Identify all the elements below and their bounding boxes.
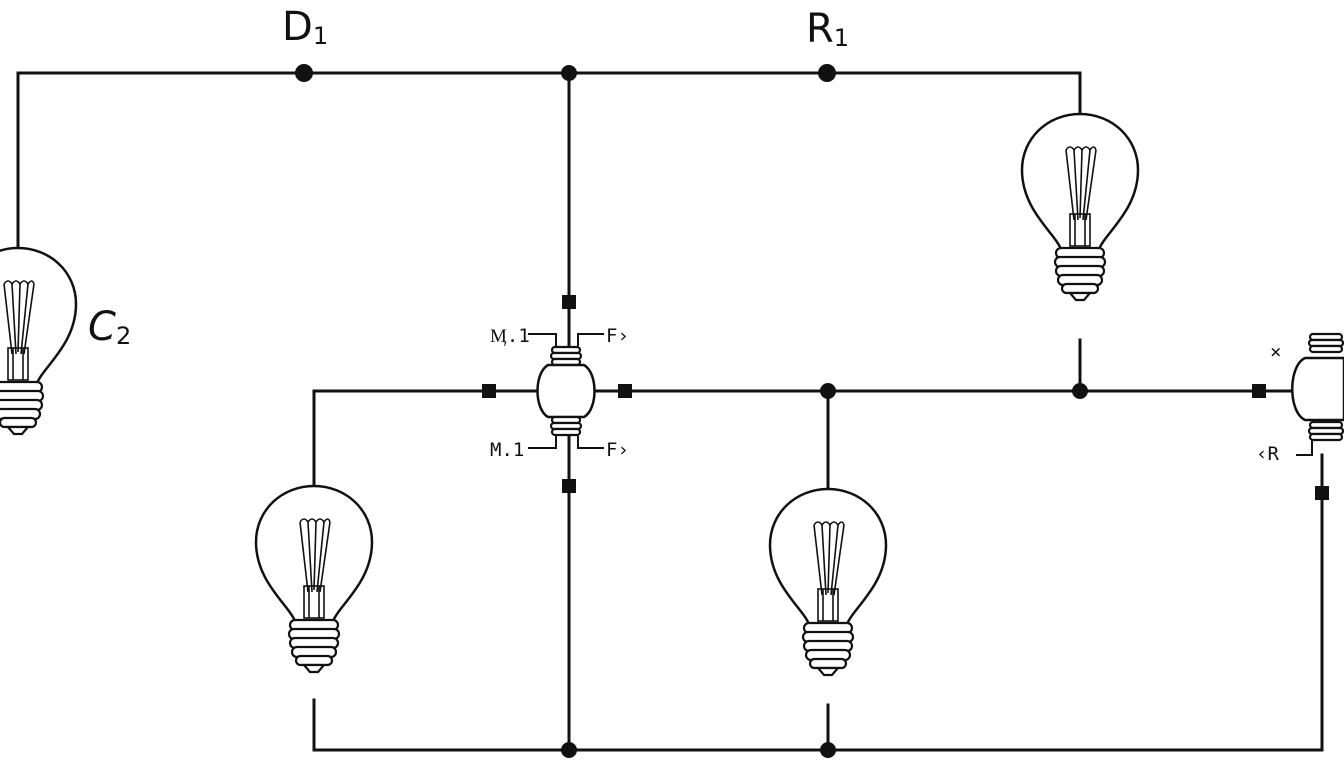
label-switch-bottom-right: F›	[606, 439, 629, 461]
label-switch-bottom-left: M.1	[490, 439, 524, 461]
light-bulb-icon-top-right	[1020, 112, 1140, 302]
label-d1: D1	[282, 4, 328, 50]
terminal-square-center-right	[618, 384, 632, 398]
light-bulb-icon-bottom-left	[254, 484, 374, 674]
wire-bottom	[312, 453, 1324, 752]
junction-dot-mid-right	[1072, 383, 1088, 399]
junction-dot-bottom-left	[561, 742, 577, 758]
wire-mid-left	[312, 389, 543, 490]
terminal-square-center-top	[562, 295, 576, 309]
label-r1: R1	[806, 6, 849, 52]
label-switch-top-right: F›	[606, 325, 629, 347]
switch-component-icon-right	[1291, 332, 1344, 456]
label-c2: C2	[88, 304, 131, 350]
wire-top	[16, 71, 1082, 252]
label-right-bottom: ‹R	[1256, 443, 1279, 465]
junction-dot-mid-center	[820, 383, 836, 399]
label-right-top: ×	[1270, 341, 1281, 363]
junction-dot-bottom-center	[820, 742, 836, 758]
light-bulb-icon-c2	[0, 246, 78, 436]
switch-component-icon-center	[528, 333, 604, 449]
terminal-square-right-bottom	[1315, 486, 1329, 500]
junction-dot-d1	[295, 64, 313, 82]
terminal-square-center-left	[482, 384, 496, 398]
terminal-square-center-bottom	[562, 479, 576, 493]
light-bulb-icon-bottom-center	[768, 487, 888, 677]
label-switch-top-left: Ӎ.1	[490, 325, 530, 347]
terminal-square-right-left	[1252, 384, 1266, 398]
junction-dot-r1	[818, 64, 836, 82]
junction-dots	[295, 64, 1088, 758]
junction-dot-top-center	[561, 65, 577, 81]
terminal-squares	[482, 295, 1329, 500]
